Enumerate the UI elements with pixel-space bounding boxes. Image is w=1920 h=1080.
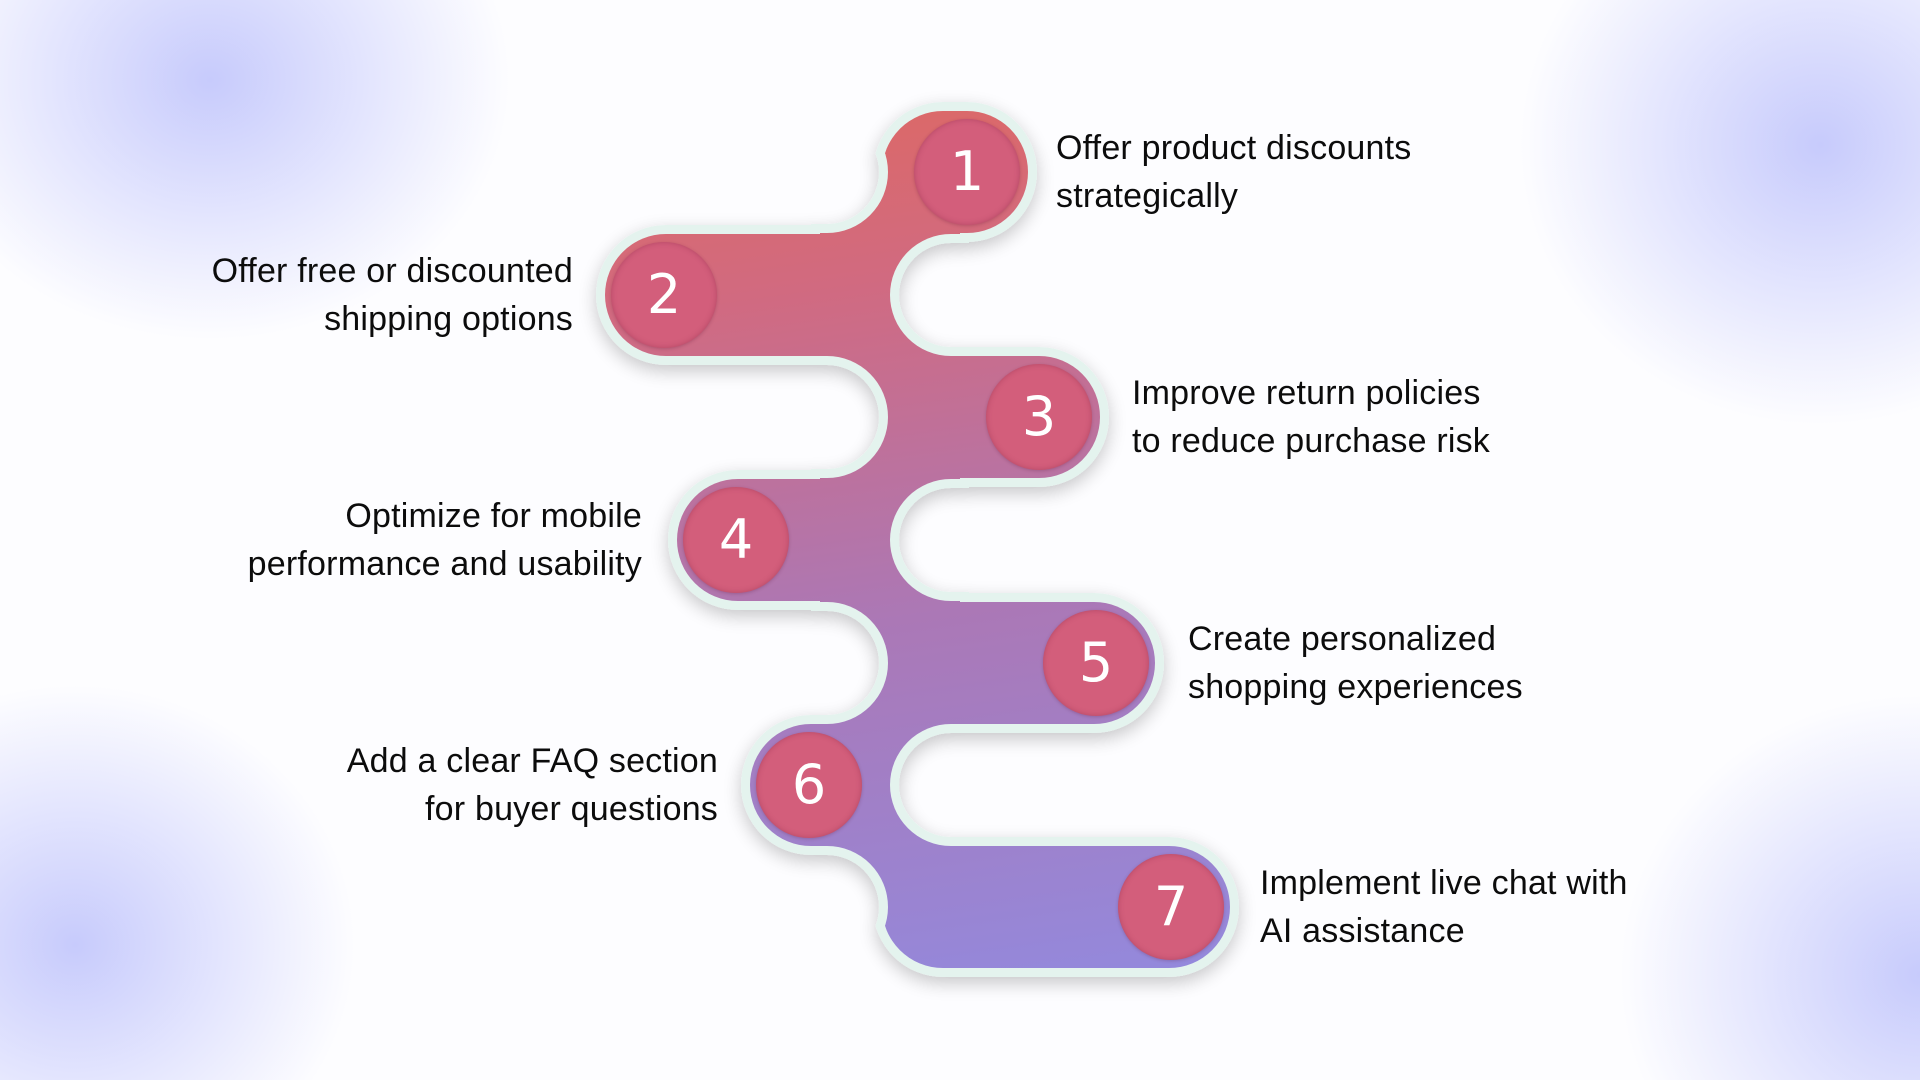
step-1-number-badge: 1 bbox=[914, 119, 1020, 225]
step-4-label: Optimize for mobile performance and usab… bbox=[248, 492, 642, 588]
step-6-label: Add a clear FAQ section for buyer questi… bbox=[347, 737, 718, 833]
step-6-line-1: Add a clear FAQ section bbox=[346, 742, 718, 780]
step-3-line-2: to reduce purchase risk bbox=[1132, 422, 1490, 460]
step-7-label: Implement live chat with AI assistance bbox=[1260, 859, 1628, 955]
step-1-label: Offer product discounts strategically bbox=[1056, 124, 1412, 220]
step-1-line-2: strategically bbox=[1056, 177, 1239, 215]
step-2-number-badge: 2 bbox=[611, 242, 717, 348]
step-6-line-2: for buyer questions bbox=[425, 790, 718, 828]
step-7-number-badge: 7 bbox=[1118, 854, 1224, 960]
step-5-number-badge: 5 bbox=[1043, 610, 1149, 716]
step-5-line-2: shopping experiences bbox=[1188, 668, 1523, 706]
step-2-line-1: Offer free or discounted bbox=[211, 252, 573, 290]
step-7-line-2: AI assistance bbox=[1260, 912, 1465, 950]
step-4-number-badge: 4 bbox=[683, 487, 789, 593]
step-5-label: Create personalized shopping experiences bbox=[1188, 615, 1523, 711]
step-3-label: Improve return policies to reduce purcha… bbox=[1132, 369, 1490, 465]
step-2-label: Offer free or discounted shipping option… bbox=[212, 247, 573, 343]
step-3-line-1: Improve return policies bbox=[1132, 374, 1481, 412]
step-5-line-1: Create personalized bbox=[1188, 620, 1497, 658]
step-4-line-1: Optimize for mobile bbox=[345, 497, 642, 535]
step-1-line-1: Offer product discounts bbox=[1056, 129, 1412, 167]
step-4-line-2: performance and usability bbox=[247, 545, 642, 583]
step-2-line-2: shipping options bbox=[324, 300, 573, 338]
step-6-number-badge: 6 bbox=[756, 732, 862, 838]
step-7-line-1: Implement live chat with bbox=[1260, 864, 1628, 902]
step-3-number-badge: 3 bbox=[986, 364, 1092, 470]
